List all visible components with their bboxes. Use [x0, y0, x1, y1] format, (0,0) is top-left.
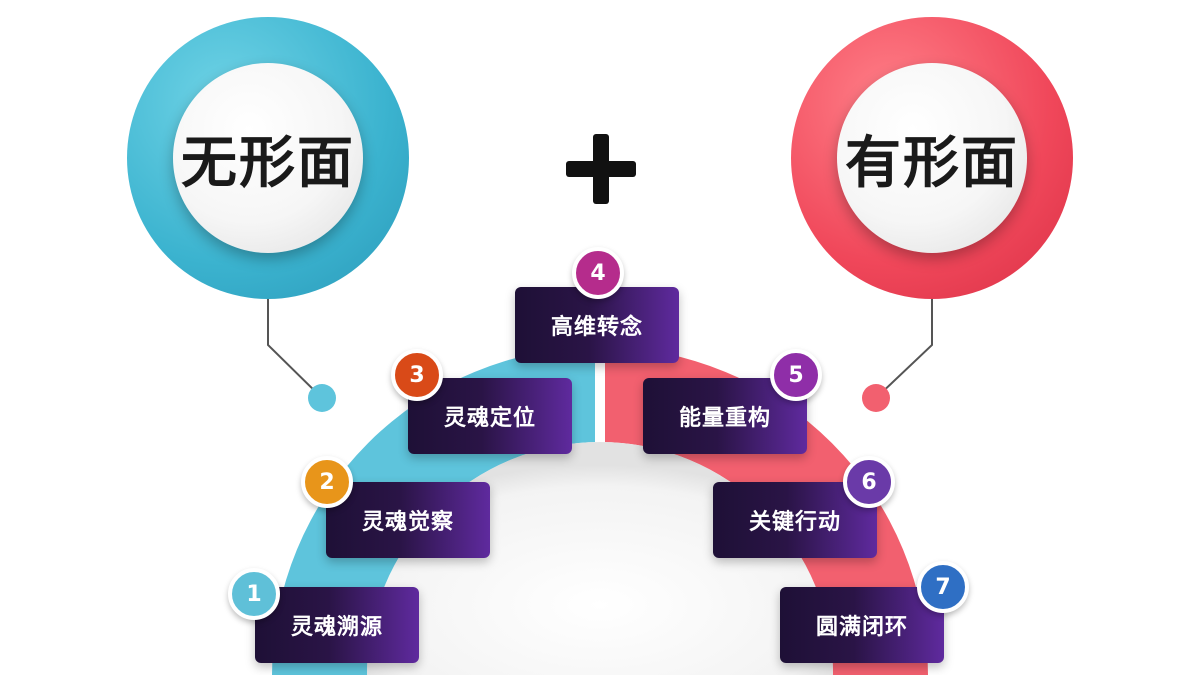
step-2-badge: 2: [301, 456, 353, 508]
right-connector-dot: [862, 384, 890, 412]
step-5-number: 5: [788, 362, 804, 388]
plus-sign-vertical: [593, 134, 609, 204]
step-3-badge: 3: [391, 349, 443, 401]
left-connector-line: [267, 298, 323, 399]
tangible-aspect-label: 有形面: [845, 130, 1019, 196]
step-5-label: 能量重构: [678, 406, 771, 431]
step-4-box: 高维转念: [515, 287, 679, 363]
step-1-number: 1: [246, 581, 262, 607]
arch-center-gap: [595, 340, 605, 450]
step-6-label: 关键行动: [748, 510, 841, 535]
tangible-aspect-circle: 有形面: [791, 17, 1073, 299]
step-2-label: 灵魂觉察: [361, 510, 454, 535]
formless-aspect-circle: 无形面: [127, 17, 409, 299]
step-7-box: 圆满闭环: [780, 587, 944, 663]
step-4-number: 4: [590, 260, 606, 286]
step-7-label: 圆满闭环: [815, 615, 908, 640]
step-1-label: 灵魂溯源: [290, 615, 383, 640]
step-4-label: 高维转念: [550, 315, 643, 340]
step-5-badge: 5: [770, 349, 822, 401]
step-6-badge: 6: [843, 456, 895, 508]
step-1-badge: 1: [228, 568, 280, 620]
right-connector-line: [875, 298, 933, 399]
tangible-aspect-inner: 有形面: [837, 63, 1027, 253]
step-2-box: 灵魂觉察: [326, 482, 490, 558]
step-4-badge: 4: [572, 247, 624, 299]
step-1-box: 灵魂溯源: [255, 587, 419, 663]
step-2-number: 2: [319, 469, 335, 495]
left-connector-dot: [308, 384, 336, 412]
step-7-number: 7: [935, 574, 951, 600]
formless-aspect-label: 无形面: [181, 130, 355, 196]
step-7-badge: 7: [917, 561, 969, 613]
formless-aspect-inner: 无形面: [173, 63, 363, 253]
step-3-label: 灵魂定位: [443, 406, 536, 431]
step-3-number: 3: [409, 362, 425, 388]
step-6-number: 6: [861, 469, 877, 495]
